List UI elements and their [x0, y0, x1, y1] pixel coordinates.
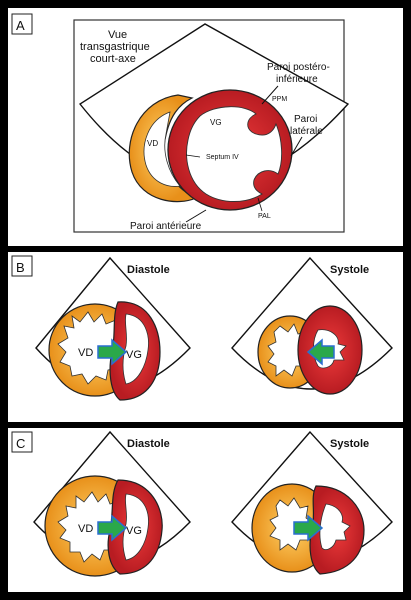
panel-a-label-postero-2: inférieure [276, 74, 318, 85]
panel-c-systole-title: Systole [330, 438, 369, 450]
panel-c-diastole-label-vd: VD [78, 523, 93, 535]
panel-c: C Diastole VD VG Systole [8, 428, 403, 592]
panel-c-diastole-arrow-icon [97, 514, 128, 542]
panel-a-title-2: transgastrique [80, 41, 150, 53]
panel-a-label-postero-1: Paroi postéro- [267, 62, 330, 73]
panel-a-label-septum: Septum IV [206, 154, 239, 161]
panel-c-letter: C [16, 436, 25, 451]
panel-a-leader-laterale [290, 136, 303, 157]
panel-b: B Diastole VD VG Systole [8, 252, 403, 422]
panel-c-diastole-label-vg: VG [126, 525, 142, 537]
panel-b-diastole-label-vd: VD [78, 347, 93, 359]
panel-b-diastole-lv-cavity [122, 313, 149, 385]
panel-a-label-ppm: PPM [272, 96, 287, 103]
panel-a-label-vg: VG [210, 118, 222, 127]
panel-a-label-laterale-1: Paroi [294, 114, 317, 125]
panel-c-systole-arrow-icon [293, 514, 324, 542]
panel-b-letter: B [16, 260, 25, 275]
panel-b-diastole-label-vg: VG [126, 349, 142, 361]
panel-a-leader-pal [257, 197, 263, 212]
panel-a-label-pal: PAL [258, 213, 271, 220]
panel-c-systole-rv-cavity [269, 497, 315, 551]
panel-a-leader-septum [185, 154, 201, 158]
panel-c-letter-box [11, 431, 33, 453]
panel-a-leader-postero [261, 85, 279, 105]
panel-b-systole-arrow-icon [306, 338, 335, 366]
panel-c-diastole-lv-cavity [122, 493, 149, 561]
panel-a-label-vd: VD [147, 139, 158, 148]
panel-a-label-laterale-2: latérale [290, 126, 323, 137]
panel-a-label-anterieure: Paroi antérieure [130, 221, 202, 232]
panel-a-title-3: court-axe [90, 53, 136, 65]
panel-a-rv-cavity [143, 111, 181, 187]
panel-a-letter: A [16, 18, 25, 33]
panel-a-leader-anterieure [185, 209, 207, 223]
panel-b-diastole-title: Diastole [127, 264, 170, 276]
panel-a-letter-box [11, 13, 33, 35]
panel-a-lv-cavity [186, 106, 283, 202]
panel-b-letter-box [11, 255, 33, 277]
panel-a-title-1: Vue [108, 29, 127, 41]
panel-b-systole-title: Systole [330, 264, 369, 276]
panel-a: A Vue transgastrique court-axe Paroi pos… [8, 8, 403, 246]
panel-c-diastole-title: Diastole [127, 438, 170, 450]
panel-b-diastole-rv-cavity [57, 311, 125, 385]
panel-b-diastole-arrow-icon [97, 338, 128, 366]
